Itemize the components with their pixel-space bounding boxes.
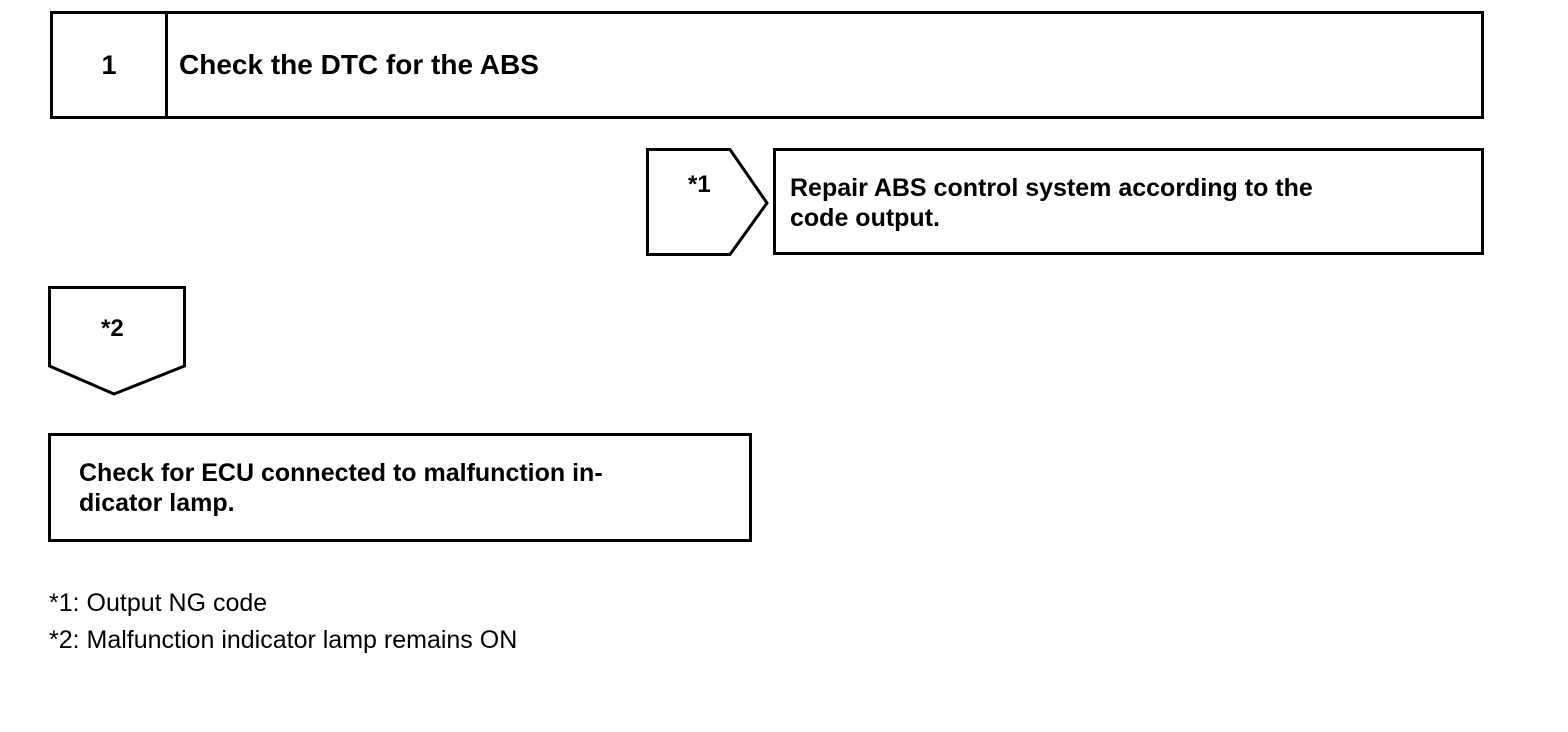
footnote-ok: *2: Malfunction indicator lamp remains O… [49,626,518,654]
ok-arrow-down-icon [48,286,186,396]
step-title: Check the DTC for the ABS [179,49,539,80]
repair-action-box: Repair ABS control system according to t… [773,148,1484,255]
ok-arrow-label: *2 [101,315,124,342]
ng-arrow-label: *1 [688,171,711,198]
check-ecu-line: Check for ECU connected to malfunction i… [79,459,603,487]
step-number: 1 [53,14,168,116]
footnotes: *1: Output NG code *2: Malfunction indic… [49,585,517,659]
step-box: 1 Check the DTC for the ABS [50,11,1484,119]
footnote-ng: *1: Output NG code [49,589,268,617]
ng-arrow-right-icon [646,148,769,256]
check-ecu-line: dicator lamp. [79,489,235,517]
repair-action-line: Repair ABS control system according to t… [790,174,1313,202]
check-ecu-box: Check for ECU connected to malfunction i… [48,433,752,542]
repair-action-line: code output. [790,204,940,232]
